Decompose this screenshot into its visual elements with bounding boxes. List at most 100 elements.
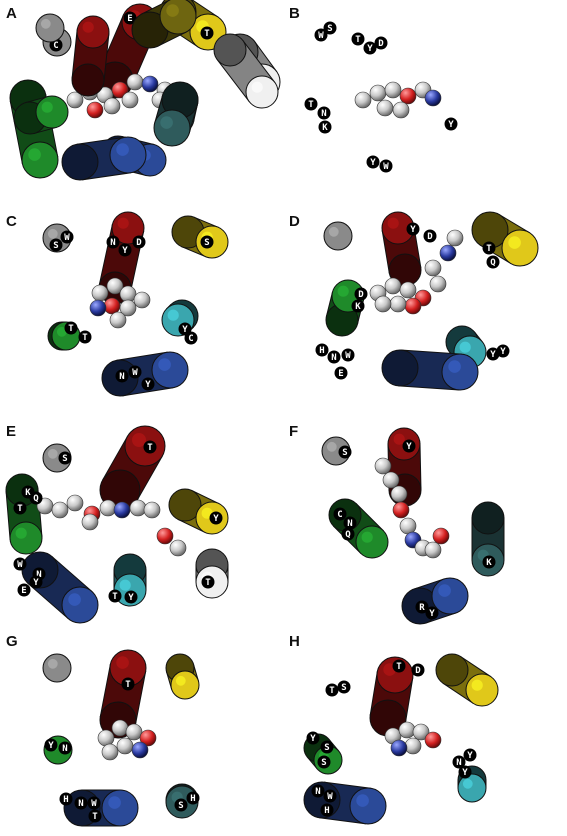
svg-text:Y: Y — [122, 246, 128, 256]
panel-letter: G — [6, 633, 18, 650]
svg-text:S: S — [324, 743, 329, 753]
svg-text:W: W — [64, 233, 70, 243]
svg-text:K: K — [25, 488, 31, 498]
residue-label: N — [452, 755, 466, 769]
residue-label: N — [58, 741, 72, 755]
residue-label: T — [88, 809, 102, 823]
residue-label: Y — [209, 511, 223, 525]
ligand-atom — [404, 737, 422, 755]
residue-label: Y — [444, 117, 458, 131]
ligand-atom — [109, 311, 127, 329]
helix-cylinder-grey — [323, 221, 353, 251]
ligand-atom — [51, 501, 69, 519]
panel-letter: E — [6, 423, 16, 440]
ligand-atom — [446, 229, 464, 247]
residue-label: Y — [402, 439, 416, 453]
svg-text:D: D — [378, 39, 384, 49]
residue-label: W — [341, 348, 355, 362]
ligand-atom — [392, 101, 410, 119]
residue-label: T — [392, 659, 406, 673]
residue-label: Y — [496, 344, 510, 358]
helix-cylinder-yellow — [171, 215, 229, 259]
residue-label: S — [174, 798, 188, 812]
ligand-atom — [354, 91, 372, 109]
svg-text:D: D — [415, 666, 421, 676]
svg-text:D: D — [358, 290, 364, 300]
panel-letter: C — [6, 213, 17, 230]
svg-text:T: T — [204, 29, 210, 39]
residue-label: K — [318, 120, 332, 134]
svg-text:S: S — [342, 448, 347, 458]
residue-label: Y — [118, 243, 132, 257]
helix-cylinder-grey — [35, 13, 65, 43]
ligand-atom — [126, 73, 144, 91]
ligand-atom — [398, 721, 416, 739]
ligand-atom — [89, 299, 107, 317]
helix-cylinder-olive — [131, 0, 197, 49]
svg-text:W: W — [345, 351, 351, 361]
ligand-atom — [412, 723, 430, 741]
ligand-atom — [392, 501, 410, 519]
residue-label: D — [423, 229, 437, 243]
ligand-atom — [113, 501, 131, 519]
svg-text:N: N — [456, 758, 461, 768]
ligand-atom — [439, 244, 457, 262]
panel-letter: H — [289, 633, 300, 650]
svg-text:T: T — [68, 324, 74, 334]
svg-text:Y: Y — [448, 120, 454, 130]
residue-label: T — [351, 32, 365, 46]
residue-label: H — [320, 803, 334, 817]
svg-text:Y: Y — [410, 225, 416, 235]
residue-label: Q — [341, 527, 355, 541]
residue-label: W — [314, 28, 328, 42]
ligand-atom — [399, 517, 417, 535]
svg-text:K: K — [322, 123, 328, 133]
residue-label: Y — [306, 731, 320, 745]
ligand-atom — [119, 299, 137, 317]
helix-cylinder-yellow — [168, 488, 229, 535]
residue-label: D — [411, 663, 425, 677]
residue-label: Y — [366, 155, 380, 169]
ligand-atom — [91, 284, 109, 302]
residue-label: T — [13, 501, 27, 515]
svg-text:N: N — [36, 570, 41, 580]
ligand-atom — [432, 527, 450, 545]
ligand-atom — [131, 741, 149, 759]
svg-text:T: T — [205, 578, 211, 588]
helix-cylinder-yellow — [471, 211, 539, 267]
svg-text:C: C — [188, 334, 193, 344]
helix-cylinder-green — [13, 95, 69, 135]
residue-label: N — [317, 106, 331, 120]
svg-text:Y: Y — [500, 347, 506, 357]
residue-label: Y — [178, 322, 192, 336]
residue-label: S — [323, 21, 337, 35]
svg-text:N: N — [347, 519, 352, 529]
svg-text:Q: Q — [33, 494, 39, 504]
residue-label: D — [132, 235, 146, 249]
helix-cylinder-green — [328, 498, 389, 559]
residue-label: H — [59, 792, 73, 806]
ligand-atom — [111, 719, 129, 737]
helix-cylinder-white — [213, 33, 279, 109]
residue-label: T — [201, 575, 215, 589]
svg-text:W: W — [327, 792, 333, 802]
ligand-atom — [86, 101, 104, 119]
residue-label: Q — [29, 491, 43, 505]
ligand-atom — [81, 513, 99, 531]
svg-text:T: T — [396, 662, 402, 672]
residue-label: W — [87, 796, 101, 810]
residue-label: K — [351, 299, 365, 313]
ligand-atom — [399, 281, 417, 299]
ligand-atom — [384, 277, 402, 295]
svg-text:N: N — [78, 799, 83, 809]
svg-text:T: T — [355, 35, 361, 45]
svg-text:S: S — [178, 801, 183, 811]
svg-text:H: H — [190, 794, 195, 804]
residue-label: Q — [486, 255, 500, 269]
ligand-atom — [384, 81, 402, 99]
panel-letter: D — [289, 213, 300, 230]
svg-text:T: T — [329, 686, 335, 696]
